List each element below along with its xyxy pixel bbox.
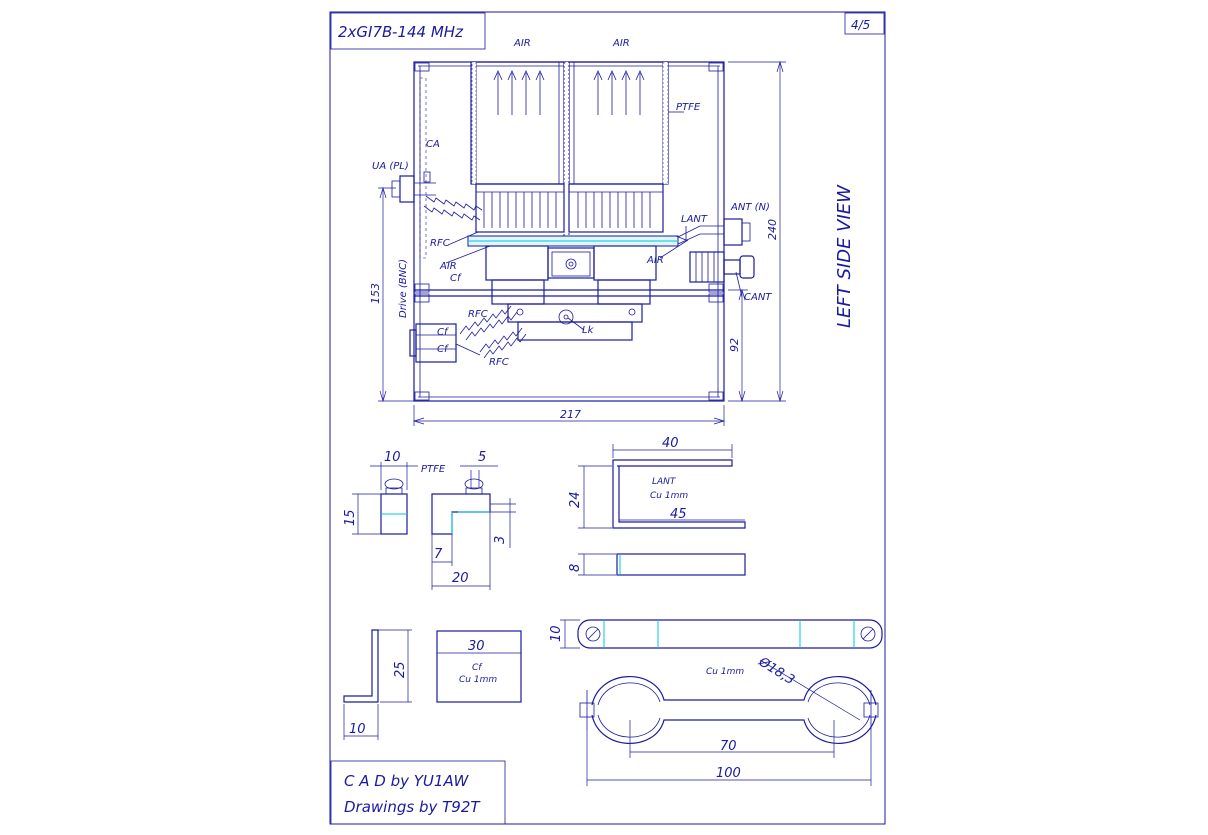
svg-text:24: 24 bbox=[568, 491, 583, 508]
svg-text:92: 92 bbox=[728, 338, 741, 352]
clamp-diameter: Ø18,3 bbox=[755, 654, 797, 688]
main-assembly: AIR AIR PTFE CA UA (PL) RFC AIR Cf AIR L… bbox=[369, 38, 786, 426]
rfc-plate-coil bbox=[423, 195, 483, 221]
svg-text:8: 8 bbox=[568, 564, 583, 572]
svg-text:240: 240 bbox=[766, 219, 779, 240]
cf-plate-detail: 30 Cf Cu 1mm bbox=[436, 630, 522, 703]
label-cf-grid-2: Cf bbox=[437, 344, 449, 355]
svg-text:5: 5 bbox=[478, 450, 486, 465]
label-air-top-left: AIR bbox=[513, 38, 531, 49]
svg-text:7: 7 bbox=[434, 547, 443, 562]
label-ptfe-part: PTFE bbox=[421, 464, 446, 475]
svg-text:30: 30 bbox=[468, 639, 485, 654]
heatsink-right bbox=[568, 183, 664, 233]
dim-left-height: 153 bbox=[369, 186, 414, 403]
rfc-grid-coils bbox=[455, 305, 527, 359]
sheet-frame bbox=[329, 11, 886, 825]
tube-chimney-right bbox=[568, 61, 669, 185]
credit-cad: C A D by YU1AW bbox=[344, 772, 469, 790]
label-cf-left: Cf bbox=[450, 273, 462, 284]
svg-text:100: 100 bbox=[716, 766, 741, 781]
tube-strap-detail: 10 bbox=[549, 619, 883, 649]
label-ptfe-tube: PTFE bbox=[676, 102, 701, 113]
label-air-right: AIR bbox=[646, 255, 664, 266]
label-air-left: AIR bbox=[439, 261, 457, 272]
airflow-arrows bbox=[493, 70, 645, 115]
label-lk: Lk bbox=[582, 325, 595, 336]
label-lant: LANT bbox=[681, 214, 708, 225]
label-clamp-material: Cu 1mm bbox=[706, 667, 744, 677]
label-ca: CA bbox=[426, 139, 440, 150]
ptfe-part-detail: 5 PTFE 3 7 20 bbox=[421, 450, 516, 590]
label-lant-part: LANT bbox=[652, 477, 677, 487]
svg-text:10: 10 bbox=[349, 722, 366, 737]
svg-text:20: 20 bbox=[452, 571, 469, 586]
dim-total-height: 240 bbox=[728, 60, 786, 403]
label-cf-part: Cf bbox=[472, 663, 483, 673]
tube-clamp-detail: Ø18,3 Cu 1mm 70 100 bbox=[579, 654, 879, 786]
label-drive: Drive (BNC) bbox=[398, 259, 409, 318]
dim-lower-height: 92 bbox=[728, 288, 748, 403]
label-cf-grid-1: Cf bbox=[437, 327, 449, 338]
label-cant: CANT bbox=[744, 292, 772, 303]
svg-text:10: 10 bbox=[549, 625, 564, 642]
cathode-assembly bbox=[507, 303, 643, 341]
label-lant-material: Cu 1mm bbox=[650, 491, 688, 501]
sheet-number-box: 4/5 bbox=[844, 12, 885, 35]
ua-connector bbox=[391, 171, 436, 203]
svg-text:153: 153 bbox=[369, 283, 382, 304]
label-air-top-right: AIR bbox=[612, 38, 630, 49]
heatsink-left bbox=[475, 183, 565, 233]
svg-text:25: 25 bbox=[393, 661, 408, 678]
label-rfc-grid-2: RFC bbox=[489, 357, 509, 368]
label-ant: ANT (N) bbox=[730, 202, 770, 213]
angle-bracket-detail: 25 10 bbox=[343, 629, 412, 740]
cant-capacitor bbox=[689, 251, 755, 283]
tube-bases bbox=[485, 245, 657, 305]
svg-text:217: 217 bbox=[560, 408, 581, 421]
label-ua: UA (PL) bbox=[372, 161, 409, 172]
dim-width: 217 bbox=[412, 405, 726, 426]
label-rfc-plate: RFC bbox=[430, 238, 450, 249]
tube-chimney-left bbox=[470, 61, 565, 185]
svg-text:10: 10 bbox=[384, 450, 401, 465]
model-title: 2xGI7B-144 MHz bbox=[338, 23, 464, 41]
svg-text:40: 40 bbox=[662, 436, 679, 451]
insulator-block-detail: 10 15 bbox=[343, 450, 418, 535]
svg-text:15: 15 bbox=[343, 509, 358, 526]
drive-connector bbox=[409, 323, 457, 363]
svg-text:3: 3 bbox=[493, 536, 508, 544]
view-title: LEFT SIDE VIEW bbox=[834, 184, 855, 328]
credit-drawings: Drawings by T92T bbox=[344, 798, 481, 816]
ant-connector bbox=[677, 218, 751, 246]
sheet-number: 4/5 bbox=[851, 18, 870, 32]
lant-part-detail: 40 24 45 LANT Cu 1mm 8 bbox=[568, 436, 746, 576]
title-box: 2xGI7B-144 MHz bbox=[330, 12, 486, 50]
credits-box: C A D by YU1AW Drawings by T92T bbox=[330, 760, 506, 825]
svg-text:45: 45 bbox=[670, 507, 687, 522]
label-rfc-grid-1: RFC bbox=[468, 309, 488, 320]
label-cf-material: Cu 1mm bbox=[459, 675, 497, 685]
svg-text:70: 70 bbox=[720, 739, 737, 754]
